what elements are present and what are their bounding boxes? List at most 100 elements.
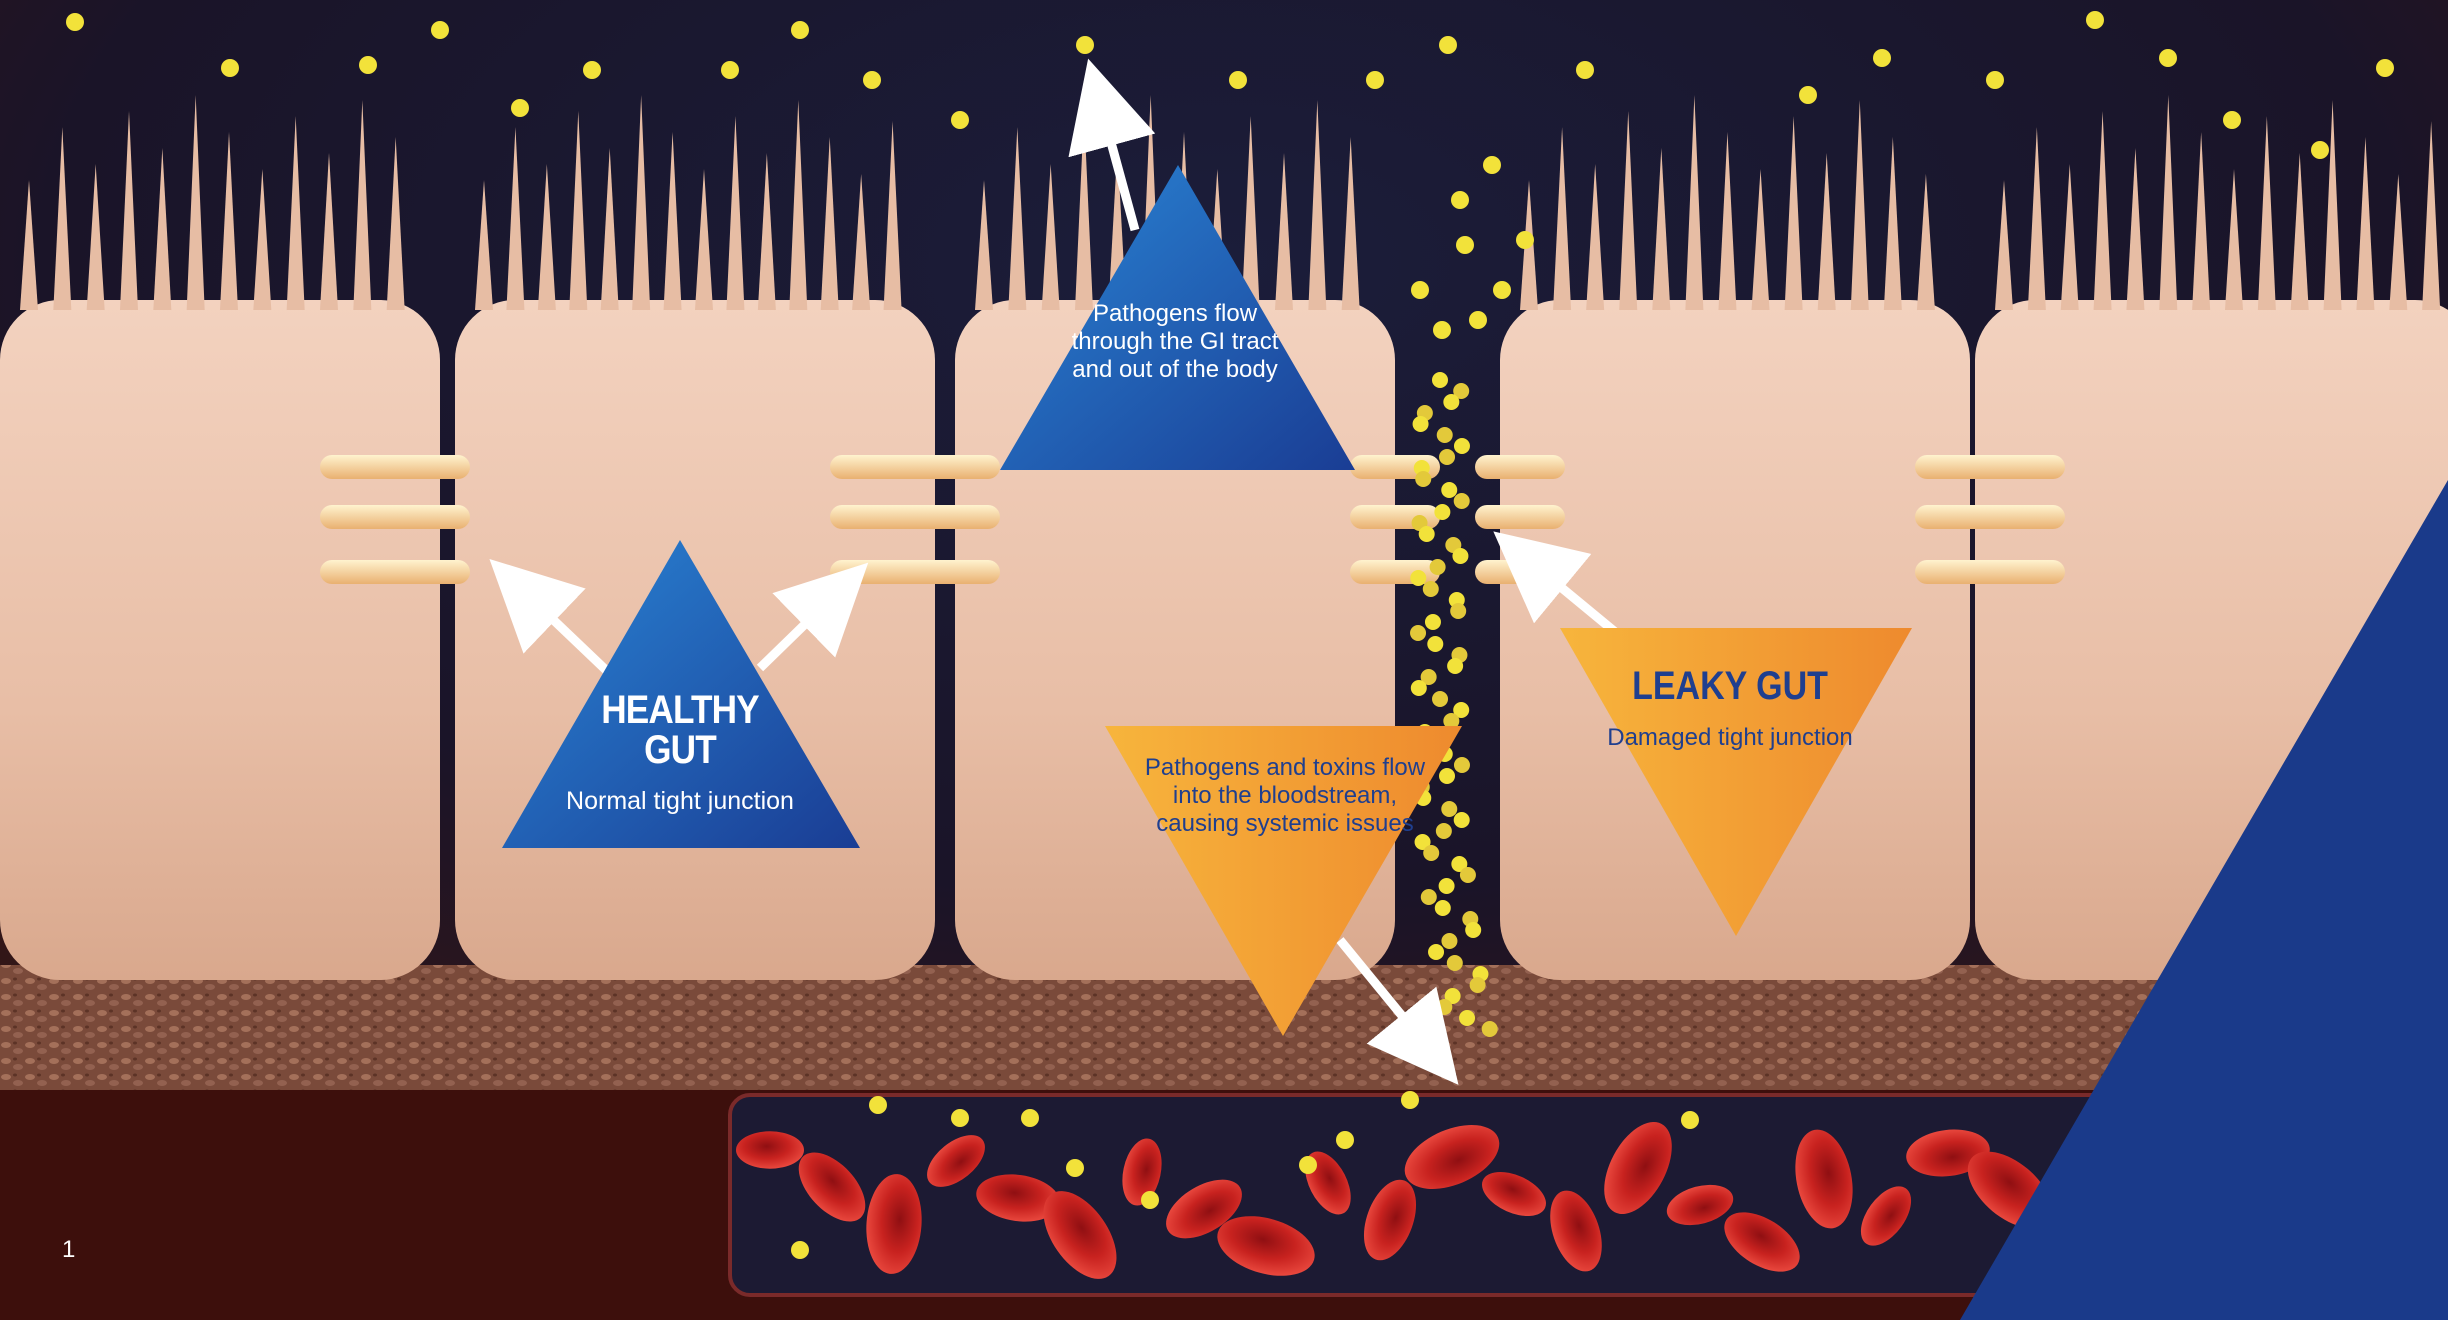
particle — [1460, 867, 1476, 883]
particle — [1454, 757, 1470, 773]
particle — [1482, 1021, 1498, 1037]
red-blood-cell — [736, 1131, 804, 1168]
particle — [511, 99, 529, 117]
particle — [869, 1096, 887, 1114]
particle — [1141, 1191, 1159, 1209]
particle — [1415, 471, 1431, 487]
particle — [1447, 955, 1463, 971]
particle — [1428, 944, 1444, 960]
particle — [1432, 691, 1448, 707]
particle — [1443, 394, 1459, 410]
junction-band — [830, 560, 1000, 584]
junction-band — [320, 505, 470, 529]
page-number: 1 — [62, 1236, 75, 1264]
particle — [1066, 1159, 1084, 1177]
particle — [1454, 812, 1470, 828]
particle — [951, 1109, 969, 1127]
particle — [1021, 1109, 1039, 1127]
leaky-gut-subtitle: Damaged tight junction — [1600, 724, 1860, 752]
particle — [1419, 526, 1435, 542]
particle — [1423, 845, 1439, 861]
particle — [1410, 625, 1426, 641]
particle — [1434, 504, 1450, 520]
particle — [431, 21, 449, 39]
particle — [2086, 11, 2104, 29]
particle — [1447, 658, 1463, 674]
particle — [1441, 933, 1457, 949]
particle — [2223, 111, 2241, 129]
particle — [1456, 236, 1474, 254]
particle — [1483, 156, 1501, 174]
junction-band — [1475, 455, 1565, 479]
particle — [1469, 311, 1487, 329]
particle — [1439, 768, 1455, 784]
particle — [1401, 1091, 1419, 1109]
particle — [1437, 427, 1453, 443]
particle — [1430, 559, 1446, 575]
pathogens-in-label: Pathogens and toxins flow into the blood… — [1140, 754, 1430, 838]
particle — [1411, 680, 1427, 696]
particle — [1423, 581, 1439, 597]
junction-band — [830, 455, 1000, 479]
particle — [1299, 1156, 1317, 1174]
tissue-layer — [0, 965, 2448, 1090]
particle — [583, 61, 601, 79]
particle — [721, 61, 739, 79]
particle — [1336, 1131, 1354, 1149]
particle — [1493, 281, 1511, 299]
particle — [1441, 482, 1457, 498]
particle — [951, 111, 969, 129]
particle — [863, 71, 881, 89]
particle — [1410, 570, 1426, 586]
particle — [1229, 71, 1247, 89]
particle — [1421, 889, 1437, 905]
particle — [1436, 999, 1452, 1015]
particle — [2376, 59, 2394, 77]
particle — [1435, 900, 1451, 916]
junction-band — [1350, 560, 1440, 584]
leaky-gut-title: LEAKY GUT — [1594, 664, 1866, 708]
particle — [1799, 86, 1817, 104]
particle — [1470, 977, 1486, 993]
particle — [1425, 614, 1441, 630]
particle — [1454, 438, 1470, 454]
particle — [1441, 801, 1457, 817]
particle — [1986, 71, 2004, 89]
healthy-gut-title: HEALTHY GUT — [574, 690, 785, 770]
particle — [1465, 922, 1481, 938]
junction-band — [830, 505, 1000, 529]
junction-band — [1915, 505, 2065, 529]
particle — [791, 1241, 809, 1259]
particle — [1873, 49, 1891, 67]
particle — [1454, 493, 1470, 509]
particle — [1450, 603, 1466, 619]
junction-band — [1915, 560, 2065, 584]
particle — [1451, 191, 1469, 209]
particle — [1459, 1010, 1475, 1026]
particle — [791, 21, 809, 39]
particle — [2159, 49, 2177, 67]
particle — [1516, 231, 1534, 249]
particle — [1427, 636, 1443, 652]
healthy-gut-subtitle: Normal tight junction — [520, 786, 840, 816]
pathogens-out-label: Pathogens flow through the GI tract and … — [1050, 300, 1300, 384]
particle — [1576, 61, 1594, 79]
particle — [1366, 71, 1384, 89]
particle — [1439, 449, 1455, 465]
particle — [2311, 141, 2329, 159]
junction-band — [320, 560, 470, 584]
particle — [1411, 281, 1429, 299]
particle — [1436, 823, 1452, 839]
particle — [1452, 548, 1468, 564]
particle — [1439, 36, 1457, 54]
junction-band — [1915, 455, 2065, 479]
particle — [1681, 1111, 1699, 1129]
particle — [1439, 878, 1455, 894]
junction-band — [320, 455, 470, 479]
particle — [66, 13, 84, 31]
particle — [1413, 416, 1429, 432]
particle — [359, 56, 377, 74]
particle — [221, 59, 239, 77]
particle — [1432, 372, 1448, 388]
